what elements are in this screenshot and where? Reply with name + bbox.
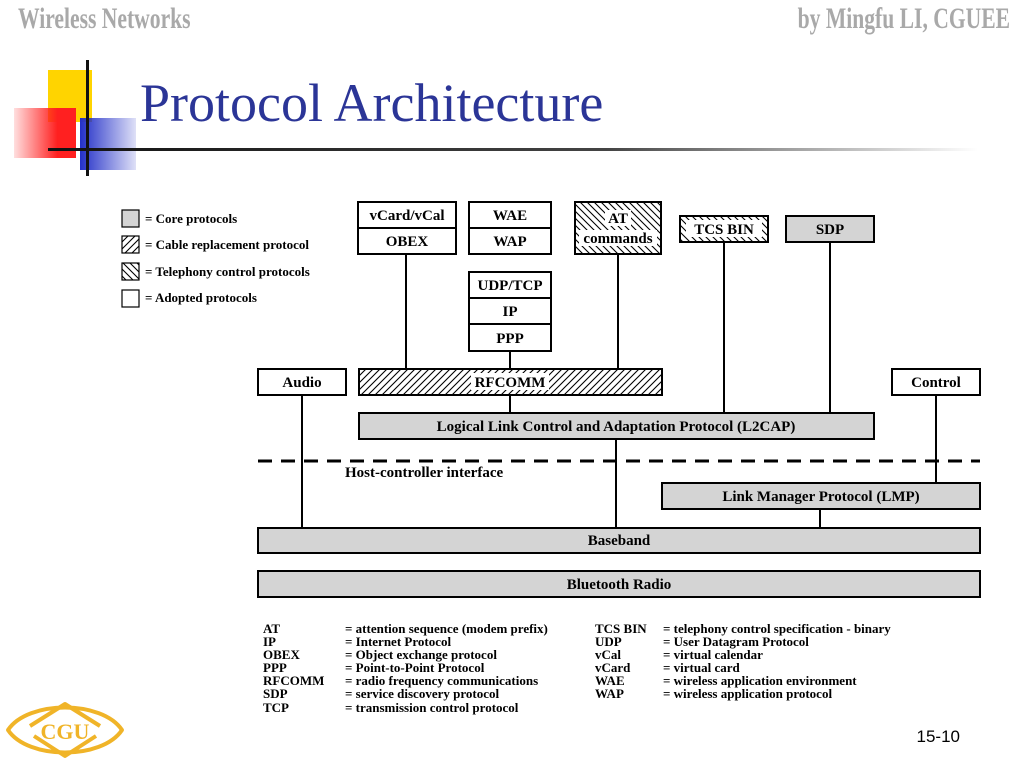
- rfcomm-label: RFCOMM: [475, 375, 546, 391]
- bluetooth-radio-box: [257, 570, 981, 598]
- host-controller-interface-label: Host-controller interface: [345, 465, 503, 481]
- glossary-definition: = Point-to-Point Protocol: [345, 660, 485, 676]
- logo-text: CGU: [41, 719, 90, 744]
- slide-title: Protocol Architecture: [140, 73, 604, 133]
- sdp-label: SDP: [816, 222, 844, 238]
- ip-label: IP: [503, 304, 518, 320]
- at-label-line2: commands: [583, 231, 652, 247]
- glossary-definition: = Internet Protocol: [345, 634, 452, 650]
- legend-swatch-core: [121, 209, 140, 228]
- glossary-term: PPP: [263, 660, 287, 676]
- glossary-definition: = virtual card: [663, 660, 740, 676]
- glossary-term: WAP: [595, 686, 624, 702]
- glossary-definition: = virtual calendar: [663, 647, 763, 663]
- audio-label: Audio: [282, 375, 321, 391]
- wae-label: WAE: [493, 208, 527, 224]
- ppp-box: [468, 323, 552, 352]
- glossary-definition: = transmission control protocol: [345, 699, 519, 715]
- baseband-label: Baseband: [588, 533, 651, 549]
- glossary-definition: = wireless application protocol: [663, 686, 833, 702]
- glossary-definition: = wireless application environment: [663, 673, 857, 689]
- commands-label-bg: [579, 230, 657, 246]
- at-label-line1: AT: [608, 211, 628, 227]
- wap-box: [468, 227, 552, 255]
- baseband-box: [257, 527, 981, 554]
- glossary-definition: = Object exchange protocol: [345, 647, 497, 663]
- bluetooth-radio-label: Bluetooth Radio: [567, 577, 672, 593]
- glossary-definition: = attention sequence (modem prefix): [345, 621, 548, 636]
- wae-box: [468, 201, 552, 229]
- obex-box: [357, 227, 457, 255]
- deco-blue-square: [80, 118, 136, 170]
- at-label-bg: [605, 210, 631, 226]
- glossary-term: vCard: [595, 660, 631, 676]
- legend-label-adopted: = Adopted protocols: [145, 290, 257, 305]
- wap-label: WAP: [493, 234, 526, 250]
- glossary-definition: = User Datagram Protocol: [663, 634, 809, 650]
- legend-label-core: = Core protocols: [145, 211, 237, 226]
- audio-box: [257, 368, 347, 396]
- legend-label-telephony: = Telephony control protocols: [145, 264, 310, 279]
- glossary-definition: = radio frequency communications: [345, 673, 539, 689]
- l2cap-label: Logical Link Control and Adaptation Prot…: [437, 419, 796, 435]
- glossary-term: WAE: [595, 673, 625, 689]
- header-course-title: Wireless Networks: [18, 2, 191, 35]
- lmp-label: Link Manager Protocol (LMP): [722, 489, 919, 505]
- legend-swatch-telephony: [121, 262, 140, 281]
- title-underline: [48, 148, 978, 151]
- university-logo: CGU: [6, 702, 124, 758]
- vcard-label: vCard/vCal: [370, 208, 445, 224]
- l2cap-box: [358, 412, 875, 440]
- control-label: Control: [911, 375, 961, 391]
- glossary-term: IP: [263, 634, 276, 650]
- legend-label-cable: = Cable replacement protocol: [145, 237, 309, 252]
- obex-label: OBEX: [386, 234, 429, 250]
- vcard-box: [357, 201, 457, 229]
- header-author: by Mingfu LI, CGUEE: [797, 2, 1010, 35]
- glossary-definition: = service discovery protocol: [345, 686, 500, 702]
- glossary-definition: = telephony control specification - bina…: [663, 621, 891, 636]
- glossary-term: vCal: [595, 647, 621, 663]
- connector-lines: [301, 242, 937, 528]
- glossary-term: OBEX: [263, 647, 300, 663]
- tcs-label-bg: [686, 220, 762, 237]
- glossary-term: SDP: [263, 686, 288, 702]
- glossary-term: TCS BIN: [595, 621, 647, 636]
- legend-swatch-adopted: [121, 289, 140, 308]
- rfcomm-label-bg: [471, 373, 549, 390]
- glossary-term: TCP: [263, 699, 289, 715]
- lmp-box: [661, 482, 981, 510]
- deco-vertical-line: [86, 60, 89, 176]
- ppp-label: PPP: [496, 331, 524, 347]
- udp-tcp-label: UDP/TCP: [478, 278, 543, 294]
- control-box: [891, 368, 981, 396]
- legend: = Core protocols = Cable replacement pro…: [121, 209, 310, 308]
- legend-swatch-cable: [121, 235, 140, 254]
- glossary-term: AT: [263, 621, 281, 636]
- tcs-bin-label: TCS BIN: [694, 222, 754, 238]
- glossary-term: UDP: [595, 634, 622, 650]
- page-number: 15-10: [916, 727, 960, 746]
- glossary-term: RFCOMM: [263, 673, 325, 689]
- sdp-box: [785, 215, 875, 243]
